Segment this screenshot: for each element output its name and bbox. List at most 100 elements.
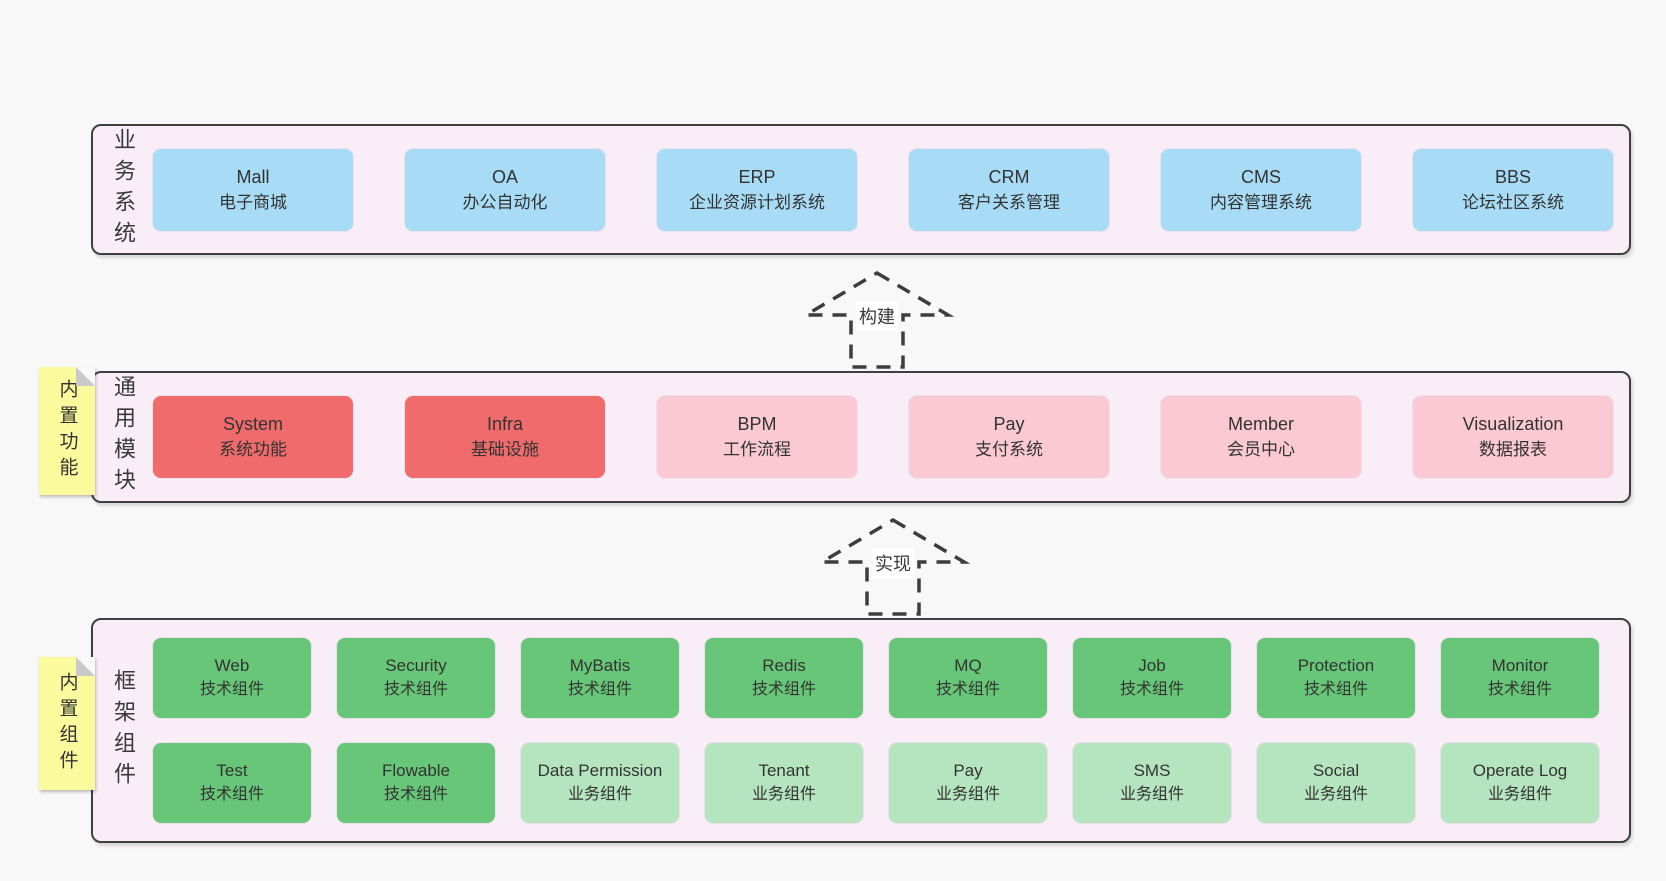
box-name: CRM <box>988 166 1030 187</box>
sticky-note-text: 内置组件 <box>56 671 78 776</box>
layer-label-modules: 通用模块 <box>93 373 153 501</box>
up-arrow-build-icon: 构建 <box>799 267 955 371</box>
box-name: Social <box>1312 761 1360 780</box>
box-name: Security <box>385 656 447 675</box>
box-name: Redis <box>762 656 806 675</box>
module-box-visualization: Visualization 数据报表 <box>1413 396 1613 478</box>
business-box-crm: CRM 客户关系管理 <box>909 148 1109 231</box>
box-name: MQ <box>954 656 982 675</box>
box-desc: 系统功能 <box>219 440 287 459</box>
folded-corner-icon <box>76 367 95 386</box>
layer-label-text: 框架组件 <box>111 668 136 793</box>
dashed-up-arrow-icon <box>799 270 955 369</box>
component-box-test: Test 技术组件 <box>153 743 311 823</box>
business-box-cms: CMS 内容管理系统 <box>1161 148 1361 231</box>
business-box-oa: OA 办公自动化 <box>405 148 605 231</box>
up-arrow-implement-icon: 实现 <box>815 514 971 618</box>
component-box-operate-log: Operate Log 业务组件 <box>1441 743 1599 823</box>
component-box-mybatis: MyBatis 技术组件 <box>521 638 679 718</box>
box-name: Protection <box>1297 656 1375 675</box>
box-desc: 内容管理系统 <box>1210 192 1312 212</box>
box-desc: 技术组件 <box>383 786 448 803</box>
box-name: Operate Log <box>1472 761 1568 780</box>
box-desc: 技术组件 <box>383 681 448 698</box>
box-desc: 办公自动化 <box>462 192 548 212</box>
box-desc: 业务组件 <box>1303 786 1368 803</box>
box-desc: 技术组件 <box>935 681 1000 698</box>
box-name: System <box>222 414 283 434</box>
component-box-security: Security 技术组件 <box>337 638 495 718</box>
box-desc: 企业资源计划系统 <box>689 192 825 212</box>
layer-common-modules: 通用模块 System 系统功能 Infra 基础设施 BPM 工作流程 Pay 支付系统 Me… <box>91 371 1631 503</box>
box-desc: 基础设施 <box>471 440 539 459</box>
box-name: ERP <box>738 166 776 187</box>
box-desc: 技术组件 <box>751 681 816 698</box>
business-box-mall: Mall 电子商城 <box>153 148 353 231</box>
box-name: OA <box>491 166 518 187</box>
sticky-note-built-in-components: 内置组件 <box>39 657 95 790</box>
box-desc: 电子商城 <box>219 192 287 212</box>
box-name: SMS <box>1133 761 1171 780</box>
component-box-mq: MQ 技术组件 <box>889 638 1047 718</box>
arrow-build-label: 构建 <box>856 301 898 331</box>
box-name: Visualization <box>1462 414 1564 434</box>
sticky-note-built-in-features: 内置功能 <box>39 367 95 495</box>
box-desc: 数据报表 <box>1479 440 1547 459</box>
component-box-social: Social 业务组件 <box>1257 743 1415 823</box>
component-box-flowable: Flowable 技术组件 <box>337 743 495 823</box>
box-name: Mall <box>236 166 270 187</box>
box-desc: 业务组件 <box>751 786 816 803</box>
box-name: CMS <box>1241 166 1281 187</box>
box-desc: 技术组件 <box>199 681 264 698</box>
box-name: Monitor <box>1491 656 1549 675</box>
module-box-bpm: BPM 工作流程 <box>657 396 857 478</box>
box-name: BBS <box>1494 166 1532 187</box>
box-name: Infra <box>486 414 524 434</box>
box-name: BPM <box>737 414 777 434</box>
component-box-monitor: Monitor 技术组件 <box>1441 638 1599 718</box>
layer-label-text: 通用模块 <box>111 375 136 499</box>
component-box-web: Web 技术组件 <box>153 638 311 718</box>
layer-business-systems: 业务系统 Mall 电子商城 OA 办公自动化 ERP 企业资源计划系统 CRM 客户关系管理… <box>91 124 1631 255</box>
module-box-system: System 系统功能 <box>153 396 353 478</box>
module-box-pay: Pay 支付系统 <box>909 396 1109 478</box>
component-box-pay: Pay 业务组件 <box>889 743 1047 823</box>
layer-label-text: 业务系统 <box>111 127 136 252</box>
box-desc: 工作流程 <box>723 440 791 459</box>
box-desc: 业务组件 <box>1119 786 1184 803</box>
box-name: Pay <box>953 761 983 780</box>
box-name: Test <box>216 761 248 780</box>
business-box-erp: ERP 企业资源计划系统 <box>657 148 857 231</box>
box-desc: 支付系统 <box>975 440 1043 459</box>
box-name: MyBatis <box>569 656 631 675</box>
box-desc: 技术组件 <box>1487 681 1552 698</box>
folded-corner-icon <box>76 657 95 676</box>
box-desc: 业务组件 <box>1487 786 1552 803</box>
sticky-note-text: 内置功能 <box>56 379 78 483</box>
box-desc: 技术组件 <box>199 786 264 803</box>
box-name: Flowable <box>381 761 451 780</box>
component-box-redis: Redis 技术组件 <box>705 638 863 718</box>
business-boxes-row: Mall 电子商城 OA 办公自动化 ERP 企业资源计划系统 CRM 客户关系管理 CMS 内容… <box>153 126 1629 253</box>
box-name: Pay <box>993 414 1025 434</box>
box-desc: 业务组件 <box>935 786 1000 803</box>
box-desc: 客户关系管理 <box>958 192 1060 212</box>
box-name: Data Permission <box>537 761 663 780</box>
dashed-up-arrow-icon <box>815 517 971 616</box>
box-desc: 技术组件 <box>1119 681 1184 698</box>
module-box-infra: Infra 基础设施 <box>405 396 605 478</box>
box-desc: 技术组件 <box>567 681 632 698</box>
layer-label-business: 业务系统 <box>93 126 153 253</box>
box-name: Web <box>214 656 250 675</box>
box-desc: 技术组件 <box>1303 681 1368 698</box>
component-box-sms: SMS 业务组件 <box>1073 743 1231 823</box>
